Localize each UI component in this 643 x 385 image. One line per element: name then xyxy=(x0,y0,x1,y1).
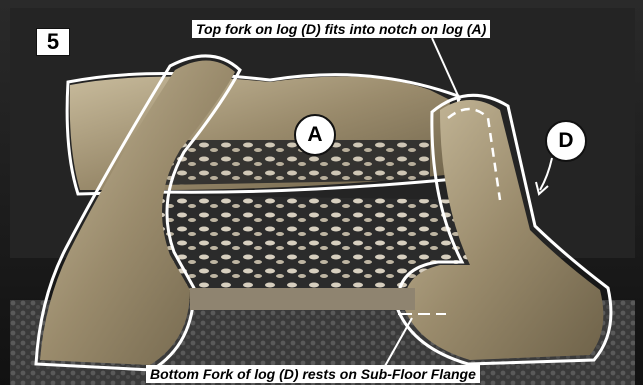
step-number: 5 xyxy=(36,28,70,56)
log-a-label: A xyxy=(294,114,336,156)
top-fork-callout: Top fork on log (D) fits into notch on l… xyxy=(192,20,490,38)
sub-floor-flange xyxy=(190,288,415,310)
bottom-fork-callout: Bottom Fork of log (D) rests on Sub-Floo… xyxy=(146,365,480,383)
log-a-grate-section xyxy=(160,140,430,185)
log-d-label: D xyxy=(545,120,587,162)
